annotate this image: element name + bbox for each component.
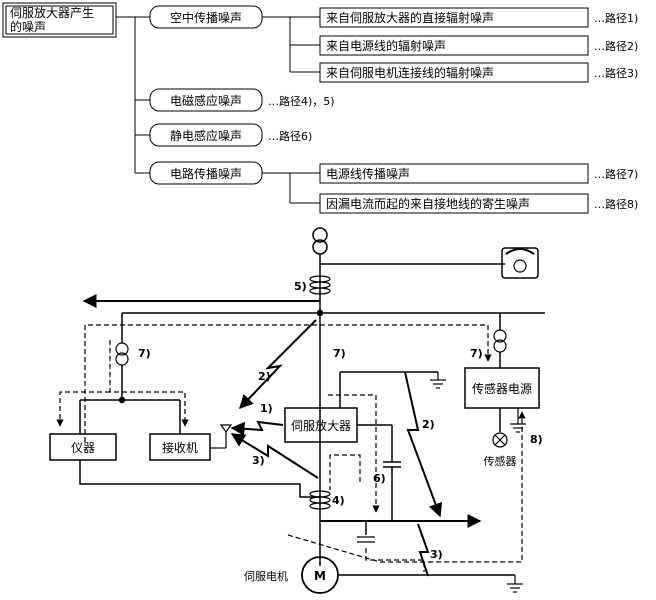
noise-path-7c: 7) [470,347,483,360]
root-box-outer [2,2,117,38]
radiation-arrow-3b [417,523,430,577]
receiver-label: 接收机 [162,440,198,455]
category-electrostatic-box [149,123,263,147]
item-motor-cable-radiation: 来自伺服电机连接线的辐射噪声 [326,65,494,80]
item-power-line-conducted-box [319,163,589,184]
radiation-arrow-3a [230,433,319,479]
ground-symbol-amp [430,372,446,389]
root-title-line1: 伺服放大器产生 [10,5,94,20]
noise-path-3a: 3) [252,454,265,467]
ground-symbol-sensor [510,408,526,433]
path-label-7: …路径7) [594,168,638,181]
item-direct-radiation: 来自伺服放大器的直接辐射噪声 [326,10,494,25]
category-electrostatic: 静电感应噪声 [170,128,242,143]
ferrite-core-5c [309,287,331,295]
noise-path-7b: 7) [333,347,346,360]
noise-path-8: 8) [530,433,543,446]
noise-path-1: 1) [260,402,273,415]
category-airborne: 空中传播噪声 [170,10,242,25]
ferrite-core-4c [309,502,331,510]
category-conducted: 电路传播噪声 [170,166,242,181]
sensor-power-label: 传感器电源 [472,381,532,396]
category-electromagnetic-box [149,88,263,112]
supply-transformer-top [312,227,328,243]
instrument-transformer-top [115,342,129,356]
path-label-6: …路径6) [268,130,312,143]
dashed-noise-routes [56,324,526,572]
noise-path-2a: 2) [258,370,271,383]
circuit-text: 伺服放大器 仪器 接收机 传感器电源 传感器 伺服电机 M 1) 2) 2) 3… [71,280,543,583]
noise-tree [2,2,589,214]
ground-symbol-motor [507,575,523,593]
noise-path-4: 4) [332,494,345,507]
root-box-inner [5,5,114,35]
servo-motor-label: 伺服电机 [244,569,288,583]
sensor-power-box [464,367,540,409]
path-label-1: …路径1) [594,12,638,25]
noise-path-3b: 3) [430,548,443,561]
instrument-box [49,433,117,461]
radiation-arrow-1 [230,420,284,436]
receiver-box [149,433,211,461]
path-label-3: …路径3) [594,67,638,80]
servo-amp-label: 伺服放大器 [291,418,351,433]
item-ground-leakage-box [319,193,589,214]
tree-text: 伺服放大器产生 的噪声 空中传播噪声 电磁感应噪声 静电感应噪声 电路传播噪声 … [10,5,638,211]
item-power-line-conducted: 电源线传播噪声 [326,166,410,181]
radiation-arrows [230,319,443,577]
noise-path-2b: 2) [422,418,435,431]
item-ground-leakage: 因漏电流而起的来自接地线的寄生噪声 [326,196,530,211]
noise-path-5: 5) [294,280,307,293]
noise-path-6: 6) [373,472,386,485]
root-title-line2: 的噪声 [10,19,46,34]
item-power-line-radiation-box [319,35,589,56]
path-label-8: …路径8) [594,198,638,211]
circuit [49,227,545,594]
item-motor-cable-radiation-box [319,62,589,83]
path-label-4-5: …路径4)，5) [268,95,335,108]
telephone-icon [501,247,539,279]
instrument-label: 仪器 [71,441,95,455]
item-power-line-radiation: 来自电源线的辐射噪声 [326,38,446,53]
path-label-2: …路径2) [594,40,638,53]
radiation-arrow-2a [239,319,317,410]
sensor-lamp [492,432,508,448]
noise-path-7a: 7) [138,347,151,360]
sensor-transformer-top [493,329,507,343]
antenna-icon [210,424,233,449]
radiation-arrow-2b [404,371,443,518]
item-direct-radiation-box [319,7,589,28]
category-electromagnetic: 电磁感应噪声 [170,93,242,108]
sensor-label: 传感器 [484,455,517,468]
motor-symbol: M [314,569,326,583]
